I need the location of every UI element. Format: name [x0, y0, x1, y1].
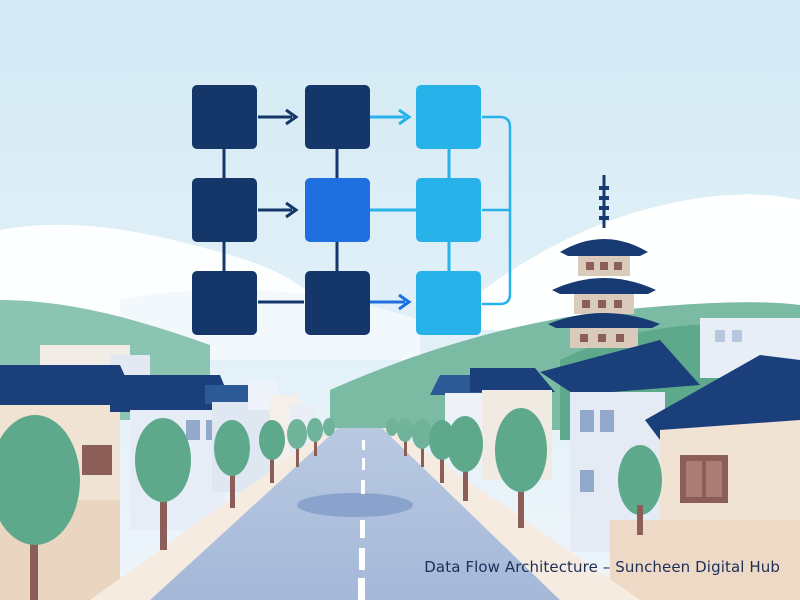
road-lane-markings	[358, 440, 365, 600]
right-buildings	[430, 318, 800, 600]
trees	[0, 408, 662, 600]
arrowhead-row3-col2	[398, 293, 412, 311]
node-r2-c3	[416, 178, 481, 242]
diagram-caption: Data Flow Architecture – Suncheen Digita…	[424, 558, 780, 576]
arrowhead-row1-col1	[285, 108, 299, 126]
arrowhead-row1-col2	[398, 108, 412, 126]
node-r2-c1	[192, 178, 257, 242]
arrowhead-row2-col1	[285, 201, 299, 219]
sidewalk-left	[90, 428, 338, 600]
cloud-wave-right	[470, 194, 800, 330]
node-r3-c3	[416, 271, 481, 335]
pagoda	[548, 175, 660, 348]
node-r3-c1	[192, 271, 257, 335]
node-r1-c3	[416, 85, 481, 149]
node-r1-c1	[192, 85, 257, 149]
sidewalk-right	[382, 428, 640, 600]
node-r2-c2	[305, 178, 370, 242]
road-puddle	[297, 493, 413, 517]
flow-diagram	[192, 85, 512, 335]
node-r3-c2	[305, 271, 370, 335]
node-r1-c2	[305, 85, 370, 149]
